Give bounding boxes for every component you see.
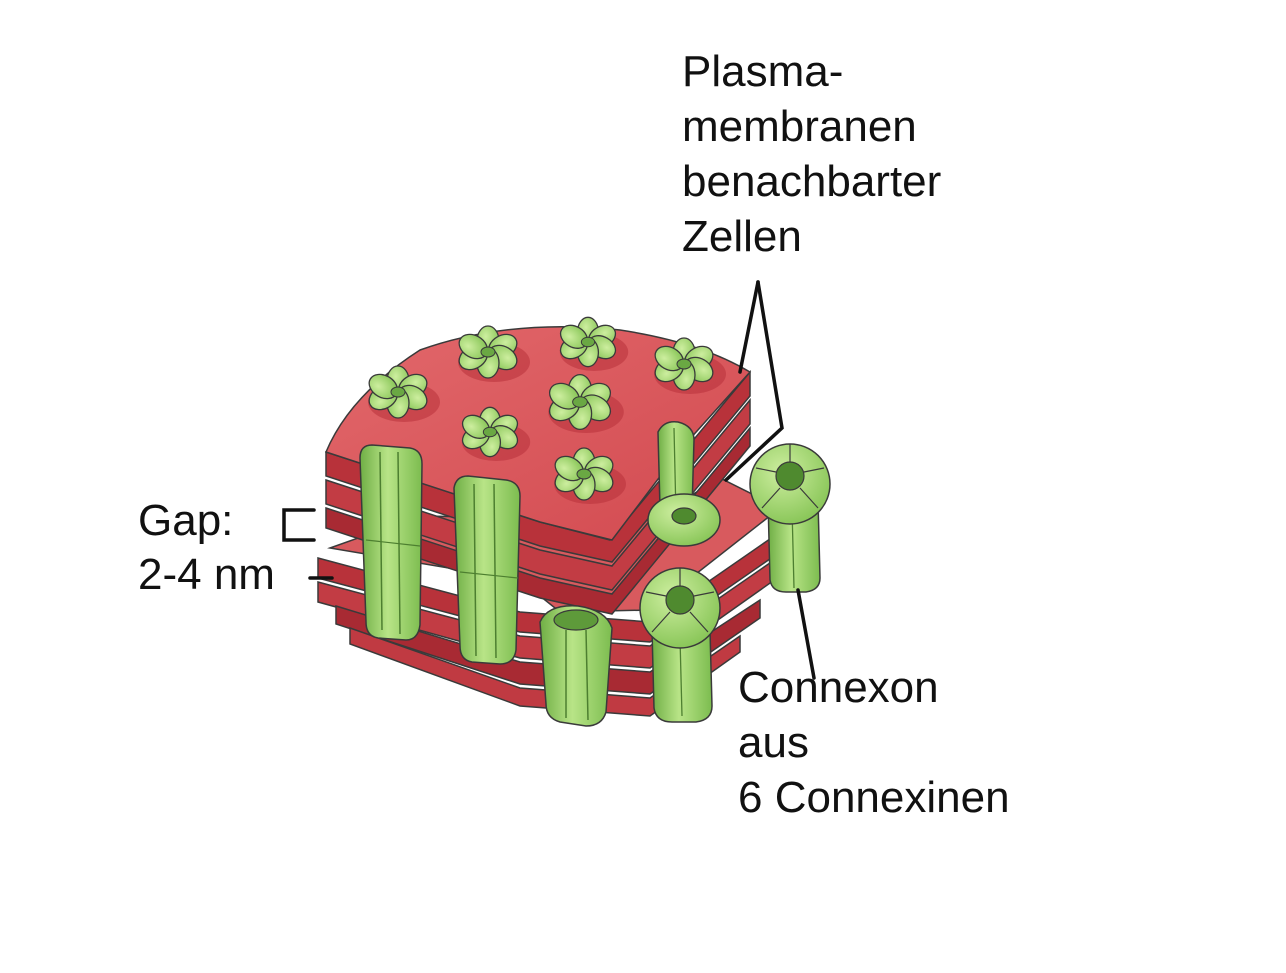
connexon-rosette [548,373,624,433]
connexon-channel [453,475,521,665]
connexon-channel [539,605,613,727]
label-line: 6 Connexinen [738,773,1010,822]
connexon-rosette [554,447,626,504]
connexon-pore [580,336,596,348]
connexon-pore [576,468,592,480]
label-line: Connexon [738,663,939,712]
leader-plasma-right [724,280,784,482]
connexon-embedded [647,493,721,547]
leader-lines [282,280,816,680]
leader-connexon [796,588,816,680]
gap-bracket [282,508,316,542]
connexon-pore [572,396,588,408]
connexon-right [749,443,831,593]
connexon-rosettes [368,316,726,504]
connexon-rosette [461,406,531,461]
leader-plasma-left [738,280,760,374]
label-line: aus [738,718,809,767]
label-line: benachbarter [682,157,942,206]
connexon-pore [480,346,496,358]
label-connexon: Connexon aus 6 Connexinen [738,660,1010,825]
label-plasma-membranes: Plasma- membranen benachbarter Zellen [682,44,941,264]
upper-membrane-pair [324,325,752,615]
connexon-rosette [559,316,629,371]
front-channels [359,420,695,727]
label-line: Gap: [138,496,234,545]
connexon-rosette [458,325,530,382]
connexon-front [639,567,721,723]
label-line: membranen [682,102,917,151]
label-line: 2-4 nm [138,550,275,599]
label-line: Plasma- [682,47,844,96]
connexon-rosette [368,365,440,422]
label-line: Zellen [682,212,802,261]
label-gap: Gap: 2-4 nm [138,494,275,602]
connexon-rosette [654,337,726,394]
connexon-pore [482,426,498,438]
connexon-channel [359,444,423,641]
connexon-pore [390,386,406,398]
connexon-pore [676,358,692,370]
